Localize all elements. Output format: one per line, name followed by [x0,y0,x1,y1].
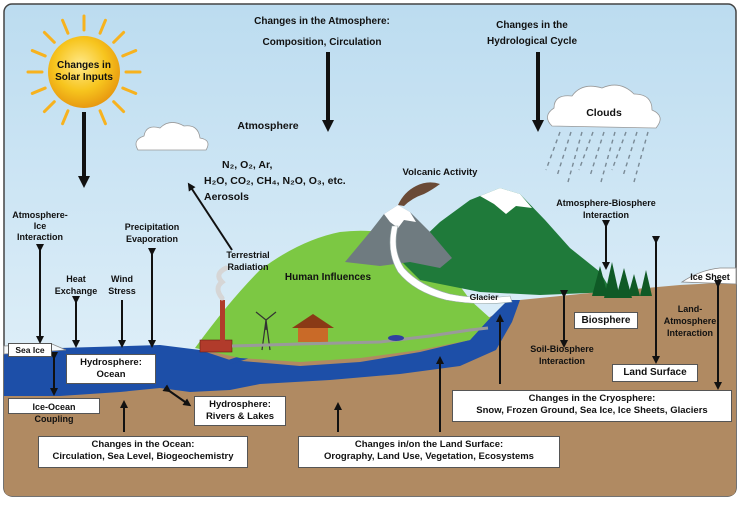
clouds-label: Clouds [586,107,622,119]
volcanic-plume [398,182,440,206]
rain-streak [545,131,561,171]
rain [545,131,649,183]
sun-ray [61,109,70,126]
terrestrial-label-2: Radiation [227,262,268,272]
hydrosphere-rivers-label: Hydrosphere:Rivers & Lakes [194,396,286,426]
land-atm-label-1: Land- [678,304,703,314]
terrestrial-label-1: Terrestrial [226,250,269,260]
biosphere-label: Biosphere [574,312,638,329]
arrow-3 [187,182,233,251]
car [388,335,404,341]
factory [199,265,233,353]
sun [26,14,142,130]
sun-ray [98,18,107,35]
rain-streak [611,131,627,171]
sun-ray [61,18,70,35]
soil-bio-label-1: Soil-Biosphere [530,344,594,354]
hydrological-title: Changes in the [496,20,568,31]
gases-line-2: H₂O, CO₂, CH₄, N₂O, O₃, etc. [204,175,346,187]
wind-label-2: Stress [108,286,136,296]
precip-label-1: Precipitation [125,222,180,232]
atm-bio-label-2: Interaction [583,210,629,220]
windmill [255,311,277,351]
rain-streak [633,131,649,183]
arrow-17 [162,384,192,407]
sun-ray [30,49,47,58]
forest-mountain [400,188,612,295]
land-surface-label: Land Surface [612,364,698,382]
ice-sheet-label: Ice Sheet [690,272,730,282]
hydrosphere-ocean-label: Hydrosphere:Ocean [66,354,156,384]
atmosphere-changes-sub: Composition, Circulation [263,37,382,48]
human-influences-label: Human Influences [285,272,372,283]
volcano [345,205,452,268]
sun-ray [30,86,47,95]
atm-ice-label-2: Ice [34,221,47,231]
land-atm-label-3: Interaction [667,328,713,338]
solar-label-1: Changes in [57,60,111,71]
volcanic-label: Volcanic Activity [403,167,479,178]
road [231,326,489,348]
sea-ice-label: Sea Ice [8,343,52,357]
solar-label-2: Solar Inputs [55,72,113,83]
sun-ray [112,30,126,44]
farmhouse [292,314,334,342]
sun-ray [98,109,107,126]
conifer-trees [592,262,652,298]
rain-streak [600,131,616,183]
precip-label-2: Evaporation [126,234,178,244]
interaction-arrows [36,52,722,432]
glacier-flow [389,225,513,304]
rain-streak [578,131,594,171]
ice-sheet-shape [680,267,737,285]
ice-ocean-coupling-label: Ice-Ocean Coupling [8,398,100,424]
atm-ice-label-3: Interaction [17,232,63,242]
aerosols-label: Aerosols [204,191,249,203]
heat-label-1: Heat [66,274,86,284]
rain-streak [567,131,583,183]
heat-label-2: Exchange [55,286,98,296]
atm-ice-label-1: Atmosphere- [12,210,68,220]
wind-label-1: Wind [111,274,133,284]
sun-ray [42,30,56,44]
land-atm-label-2: Atmosphere [664,316,717,326]
cloud-right [547,84,661,129]
sun-ray [121,49,138,58]
sun-ray [121,86,138,95]
land-changes-box: Changes in/on the Land Surface:Orography… [298,436,560,468]
volcano-snow [384,205,416,228]
mountain-snow-right [480,188,532,214]
gases-line-1: N₂, O₂, Ar, [222,159,272,171]
cryosphere-changes-box: Changes in the Cryosphere:Snow, Frozen G… [452,390,732,422]
sun-ray [112,100,126,114]
sun-ray [42,100,56,114]
cloud-left [135,122,209,151]
atm-bio-label-1: Atmosphere-Biosphere [556,198,656,208]
hydrological-sub: Hydrological Cycle [487,36,577,47]
ocean-changes-box: Changes in the Ocean:Circulation, Sea Le… [38,436,248,468]
soil-bio-label-2: Interaction [539,356,585,366]
atmosphere-changes-title: Changes in the Atmosphere: [254,16,390,27]
glacier-label: Glacier [470,292,500,302]
atmosphere-label: Atmosphere [237,120,298,132]
